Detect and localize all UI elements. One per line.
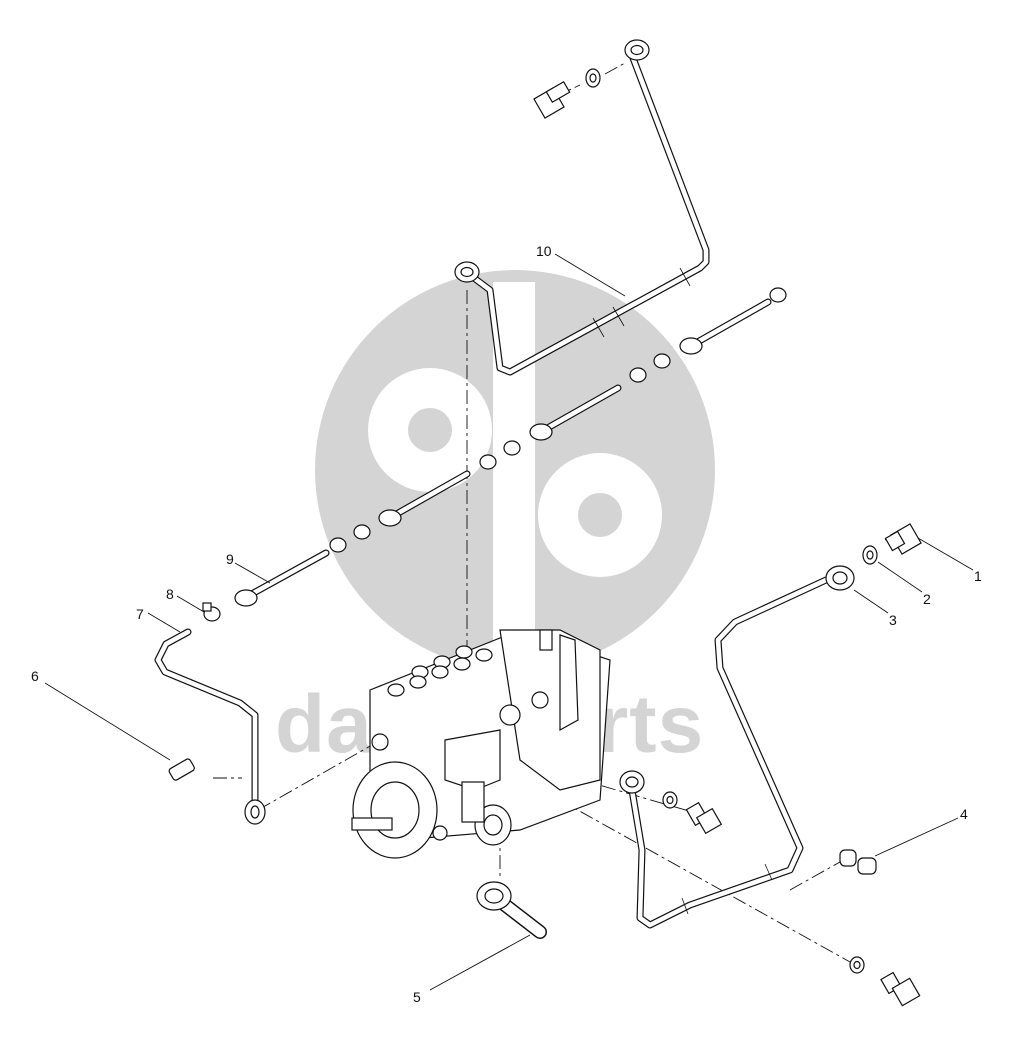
callout-2: 2 [923, 591, 931, 607]
callout-1: 1 [974, 568, 982, 584]
injection-pump [351, 629, 611, 859]
hose-chain [234, 298, 772, 607]
callout-4: 4 [960, 806, 968, 822]
callout-9: 9 [226, 551, 234, 567]
callout-7: 7 [136, 606, 144, 622]
callout-8: 8 [166, 586, 174, 602]
watermark-logo-icon [368, 282, 662, 652]
banjo-bolt-top [533, 68, 601, 119]
banjo-bolt-middle [662, 791, 723, 835]
pipe-7 [154, 628, 266, 825]
pipe-3 [619, 565, 855, 929]
callout-5: 5 [413, 989, 421, 1005]
banjo-bolt-right [862, 523, 922, 565]
banjo-bolt-bottom [849, 956, 921, 1007]
hose-clamps [202, 287, 787, 622]
clamp-4 [839, 849, 877, 875]
callout-3: 3 [889, 612, 897, 628]
sleeve-6 [168, 758, 195, 781]
leader-lines [44, 253, 974, 991]
pipe-10 [454, 39, 710, 376]
callout-6: 6 [31, 668, 39, 684]
callout-numbers: 1 2 3 4 5 6 7 8 9 10 [31, 243, 982, 1005]
banjo-fitting-5 [476, 881, 547, 939]
callout-10: 10 [536, 243, 552, 259]
